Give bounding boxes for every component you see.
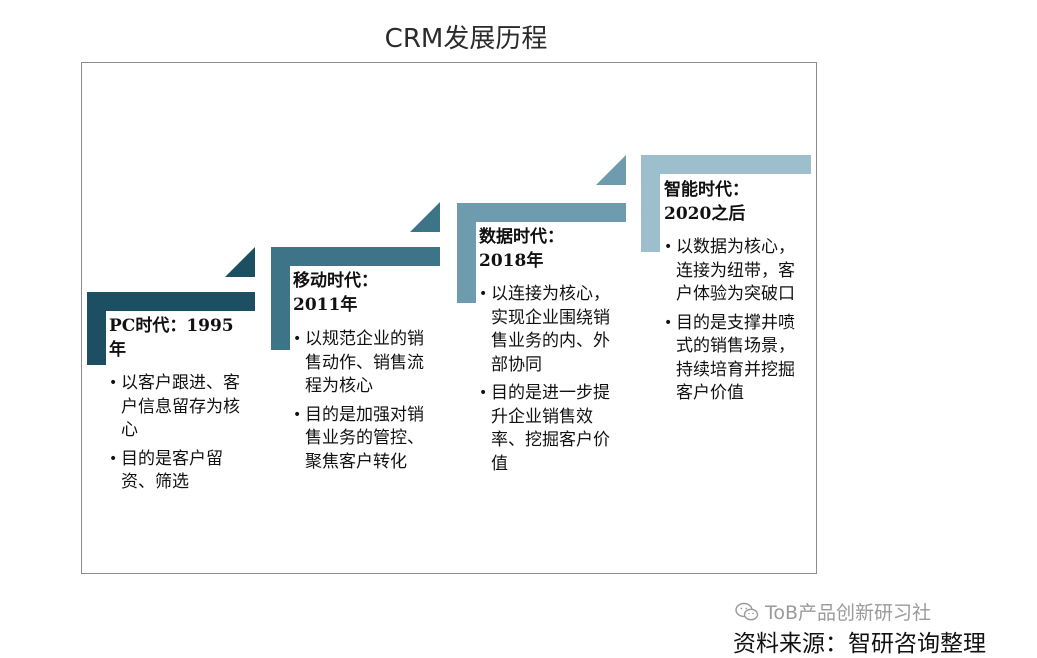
- stage-4-heading-line1: 智能时代：: [664, 180, 749, 200]
- step-4-bar: [641, 155, 811, 174]
- stage-1-heading: PC时代：1995 年: [109, 314, 249, 362]
- step-2-bar: [271, 247, 440, 266]
- step-3: [457, 155, 626, 303]
- stage-3-heading-line1: 数据时代：: [479, 227, 564, 247]
- stage-1-bullet-2: 目的是客户留资、筛选: [109, 448, 244, 495]
- stage-4-heading-line2: 2020之后: [664, 204, 746, 224]
- stage-2-bullet-1: 以规范企业的销售动作、销售流程为核心: [293, 328, 433, 399]
- stage-2-bullet-2: 目的是加强对销售业务的管控、聚焦客户转化: [293, 404, 433, 475]
- stage-1-bullet-1: 以客户跟进、客户信息留存为核心: [109, 372, 244, 443]
- wechat-icon: [735, 602, 759, 620]
- stage-1-heading-line2: 年: [109, 340, 126, 360]
- stage-2-heading: 移动时代： 2011年: [293, 269, 433, 317]
- stage-3-heading-line2: 2018年: [479, 251, 544, 271]
- step-4-post: [641, 155, 660, 252]
- step-2-corner: [410, 202, 440, 232]
- step-2-post: [271, 247, 290, 350]
- stage-1-heading-line1: PC时代：1995: [109, 316, 234, 336]
- step-4: [641, 155, 811, 252]
- step-1-corner: [225, 247, 255, 277]
- stage-3-bullet-2: 目的是进一步提升企业销售效率、挖掘客户价值: [479, 382, 621, 476]
- footer-watermark: ToB产品创新研习社: [735, 598, 931, 625]
- stage-3-bullets: 以连接为核心，实现企业围绕销售业务的内、外部协同 目的是进一步提升企业销售效率、…: [479, 283, 621, 481]
- stage-4-bullet-1: 以数据为核心，连接为纽带，客户体验为突破口: [664, 236, 809, 307]
- stage-3-heading: 数据时代： 2018年: [479, 225, 619, 273]
- page-title: CRM发展历程: [384, 24, 548, 54]
- stage-2-heading-line1: 移动时代：: [293, 271, 378, 291]
- stage-3-bullet-1: 以连接为核心，实现企业围绕销售业务的内、外部协同: [479, 283, 621, 377]
- footer-watermark-text: ToB产品创新研习社: [765, 602, 932, 624]
- stage-2-bullets: 以规范企业的销售动作、销售流程为核心 目的是加强对销售业务的管控、聚焦客户转化: [293, 328, 433, 479]
- stage-4-bullets: 以数据为核心，连接为纽带，客户体验为突破口 目的是支撑井喷式的销售场景，持续培育…: [664, 236, 809, 411]
- step-3-corner: [596, 155, 626, 185]
- footer-source: 资料来源：智研咨询整理: [733, 631, 986, 657]
- stage-4-bullet-2: 目的是支撑井喷式的销售场景，持续培育并挖掘客户价值: [664, 312, 809, 406]
- step-3-post: [457, 203, 476, 303]
- step-1: [87, 247, 255, 365]
- step-3-bar: [457, 203, 626, 222]
- stage-2-heading-line2: 2011年: [293, 295, 358, 315]
- step-1-bar: [87, 292, 255, 311]
- step-1-post: [87, 292, 106, 365]
- stage-1-bullets: 以客户跟进、客户信息留存为核心 目的是客户留资、筛选: [109, 372, 244, 500]
- diagram-frame: [81, 62, 817, 574]
- step-2: [271, 202, 440, 350]
- stage-4-heading: 智能时代： 2020之后: [664, 178, 809, 226]
